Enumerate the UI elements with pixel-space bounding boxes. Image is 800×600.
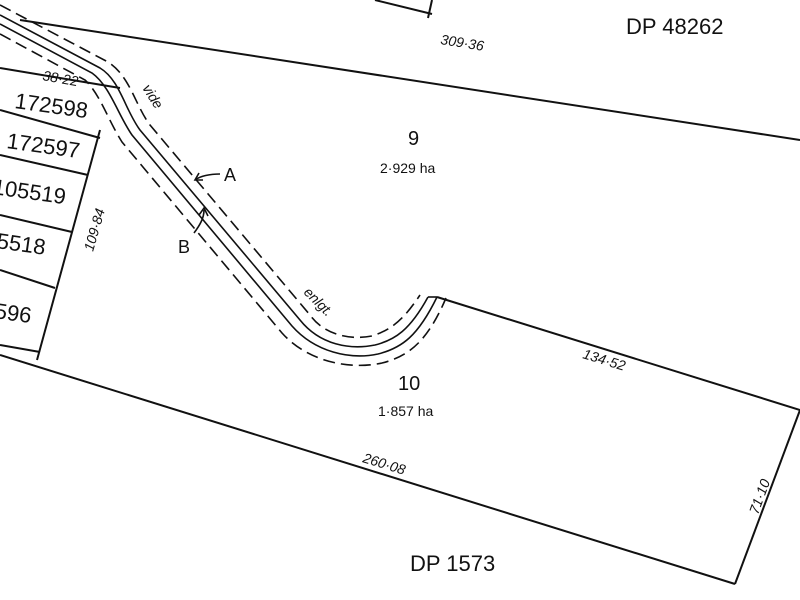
label-a: A [224, 165, 236, 185]
dim-bottom: 260·08 [360, 449, 408, 477]
strip-dashed-line-a [0, 4, 421, 339]
lot-boundaries [0, 0, 800, 585]
left-lot-596: 596 [0, 298, 33, 328]
strip-dashed-line-b [0, 33, 447, 367]
dp-bottom-label: DP 1573 [410, 551, 495, 576]
dim-top: 309·36 [440, 31, 486, 54]
left-lot-line-3 [0, 154, 89, 176]
right-boundary-line [734, 409, 800, 585]
label-leaders [193, 172, 221, 234]
left-lot-line-2 [0, 109, 101, 139]
dim-left: 109·84 [81, 206, 108, 253]
strip-inner-line-b [0, 23, 438, 357]
leader-b-line [193, 209, 205, 234]
left-lot-5518: 5518 [0, 228, 47, 260]
access-strip [0, 4, 447, 367]
dim-right: 71·10 [746, 477, 773, 516]
top-boundary-line [19, 19, 800, 141]
lot-9-number: 9 [408, 128, 419, 150]
bottom-boundary-line [0, 354, 736, 585]
note-vide: vide [139, 81, 166, 111]
lot-9-area: 2·929 ha [380, 160, 435, 176]
dp-top-label: DP 48262 [626, 14, 723, 39]
leader-a-arrow [193, 172, 203, 181]
lot-10-number: 10 [398, 373, 420, 395]
lot-10-area: 1·857 ha [378, 403, 433, 419]
note-enlgt: enlgt. [301, 284, 337, 320]
left-lot-line-5 [0, 269, 56, 289]
dim-left-top: 38·22 [41, 67, 79, 89]
upper-divider-line [374, 0, 433, 15]
lot-divider-line [436, 296, 800, 411]
left-lot-line-4 [0, 214, 73, 233]
label-b: B [178, 237, 190, 257]
upper-tick-line [427, 0, 433, 19]
left-lot-line-6 [0, 344, 41, 353]
left-vertical-line [36, 129, 101, 361]
leader-b-arrow [198, 206, 209, 217]
strip-inner-line-a [0, 14, 429, 348]
left-lot-105519: 105519 [0, 174, 67, 209]
left-lot-line-1 [0, 67, 121, 89]
